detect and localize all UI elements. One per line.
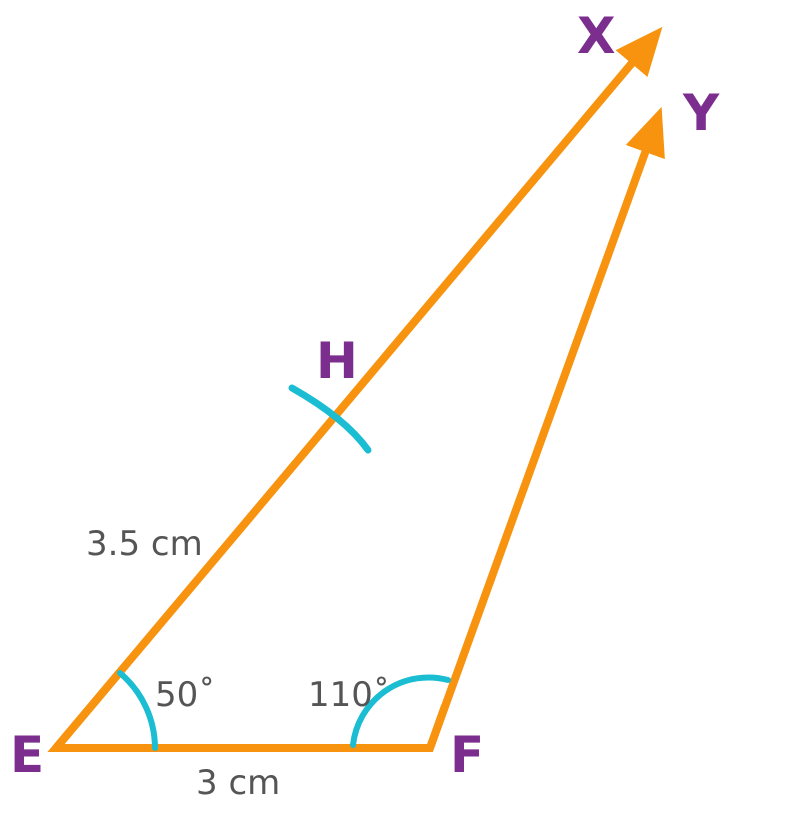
vertex-f-joint — [380, 704, 449, 752]
label-angle-e: 50˚ — [155, 675, 215, 715]
ray-fy — [426, 106, 665, 750]
label-side-eh: 3.5 cm — [86, 524, 203, 564]
angle-arc-e — [117, 670, 158, 751]
ray-label-y: Y — [682, 84, 720, 142]
ray-ex — [52, 26, 663, 751]
angle-arc-f — [350, 674, 451, 748]
vertex-label-f: F — [450, 726, 484, 784]
label-angle-f: 110˚ — [308, 675, 390, 715]
vertex-label-e: E — [10, 726, 44, 784]
point-label-h: H — [316, 332, 358, 390]
ray-label-x: X — [577, 7, 616, 65]
label-side-ef: 3 cm — [196, 763, 280, 803]
compass-arc-h — [288, 384, 372, 454]
vertex-e-joint — [47, 669, 124, 752]
